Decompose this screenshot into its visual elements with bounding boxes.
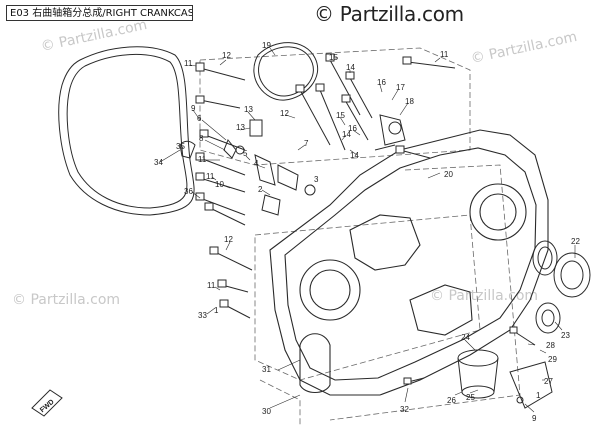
callout-label: 11 (206, 172, 215, 181)
callout-label: 20 (444, 170, 453, 179)
callout-label: 11 (184, 59, 193, 68)
leader-lines (159, 47, 576, 413)
watermark: © Partzilla.com (12, 292, 121, 308)
callout-label: 8 (199, 134, 204, 143)
callout-label: 35 (176, 142, 185, 151)
callout-label: 32 (400, 405, 409, 414)
callout-label: 9 (191, 104, 196, 113)
callout-label: 13 (236, 123, 245, 132)
callout-label: 16 (377, 78, 386, 87)
callout-label: 14 (350, 151, 359, 160)
callout-label: 11 (207, 281, 216, 290)
callout-label: 12 (224, 235, 233, 244)
fwd-badge (31, 389, 63, 417)
callout-label: 11 (440, 50, 449, 59)
callout-label: 29 (548, 355, 557, 364)
callout-label: 7 (304, 139, 309, 148)
callout-labels: 11 12 19 15 14 16 17 11 18 9 13 12 6 15 … (154, 41, 580, 423)
callout-label: 6 (197, 114, 202, 123)
partzilla-logo-text: © Partzilla.com (314, 2, 464, 26)
callout-label: 28 (546, 341, 555, 350)
bushings (457, 349, 499, 399)
callout-label: 9 (532, 414, 537, 423)
callout-label: 19 (262, 41, 271, 50)
callout-label: 26 (447, 396, 456, 405)
callout-label: 15 (336, 111, 345, 120)
callout-label: 22 (571, 237, 580, 246)
callout-label: 12 (222, 51, 231, 60)
callout-label: 31 (262, 365, 271, 374)
callout-label: 12 (280, 109, 289, 118)
callout-label: 5 (243, 149, 248, 158)
gasket-34 (58, 46, 195, 216)
callout-label: 33 (198, 311, 207, 320)
diagram-title: 右曲轴箱分总成/RIGHT CRANKCASE ASSY (32, 8, 192, 19)
diagram-title-box: E03 右曲轴箱分总成/RIGHT CRANKCASE ASSY (6, 5, 193, 21)
callout-label: 4 (254, 159, 259, 168)
callout-label: 27 (544, 377, 553, 386)
callout-label: 2 (258, 185, 263, 194)
callout-label: 11 (198, 155, 207, 164)
callout-label: 25 (466, 393, 475, 402)
callout-label: 15 (329, 53, 338, 62)
callout-label: 30 (262, 407, 271, 416)
crankcase-body (269, 129, 549, 396)
bearings (532, 240, 591, 334)
callout-label: 36 (184, 187, 193, 196)
callout-label: 3 (314, 175, 319, 184)
callout-label: 16 (348, 124, 357, 133)
callout-label: 24 (461, 333, 470, 342)
bracket-27 (509, 361, 553, 409)
watermark: © Partzilla.com (430, 288, 539, 304)
callout-label: 1 (536, 391, 541, 400)
callout-label: 1 (214, 306, 219, 315)
small-parts (179, 114, 406, 216)
callout-label: 23 (561, 331, 570, 340)
callout-label: 34 (154, 158, 163, 167)
callout-label: 18 (405, 97, 414, 106)
diagram-code: E03 (10, 8, 30, 19)
callout-label: 13 (244, 105, 253, 114)
bolts (195, 53, 536, 385)
callout-label: 10 (215, 180, 224, 189)
callout-label: 14 (342, 130, 351, 139)
callout-label: 14 (346, 63, 355, 72)
cover-19 (253, 42, 319, 101)
callout-label: 17 (396, 83, 405, 92)
